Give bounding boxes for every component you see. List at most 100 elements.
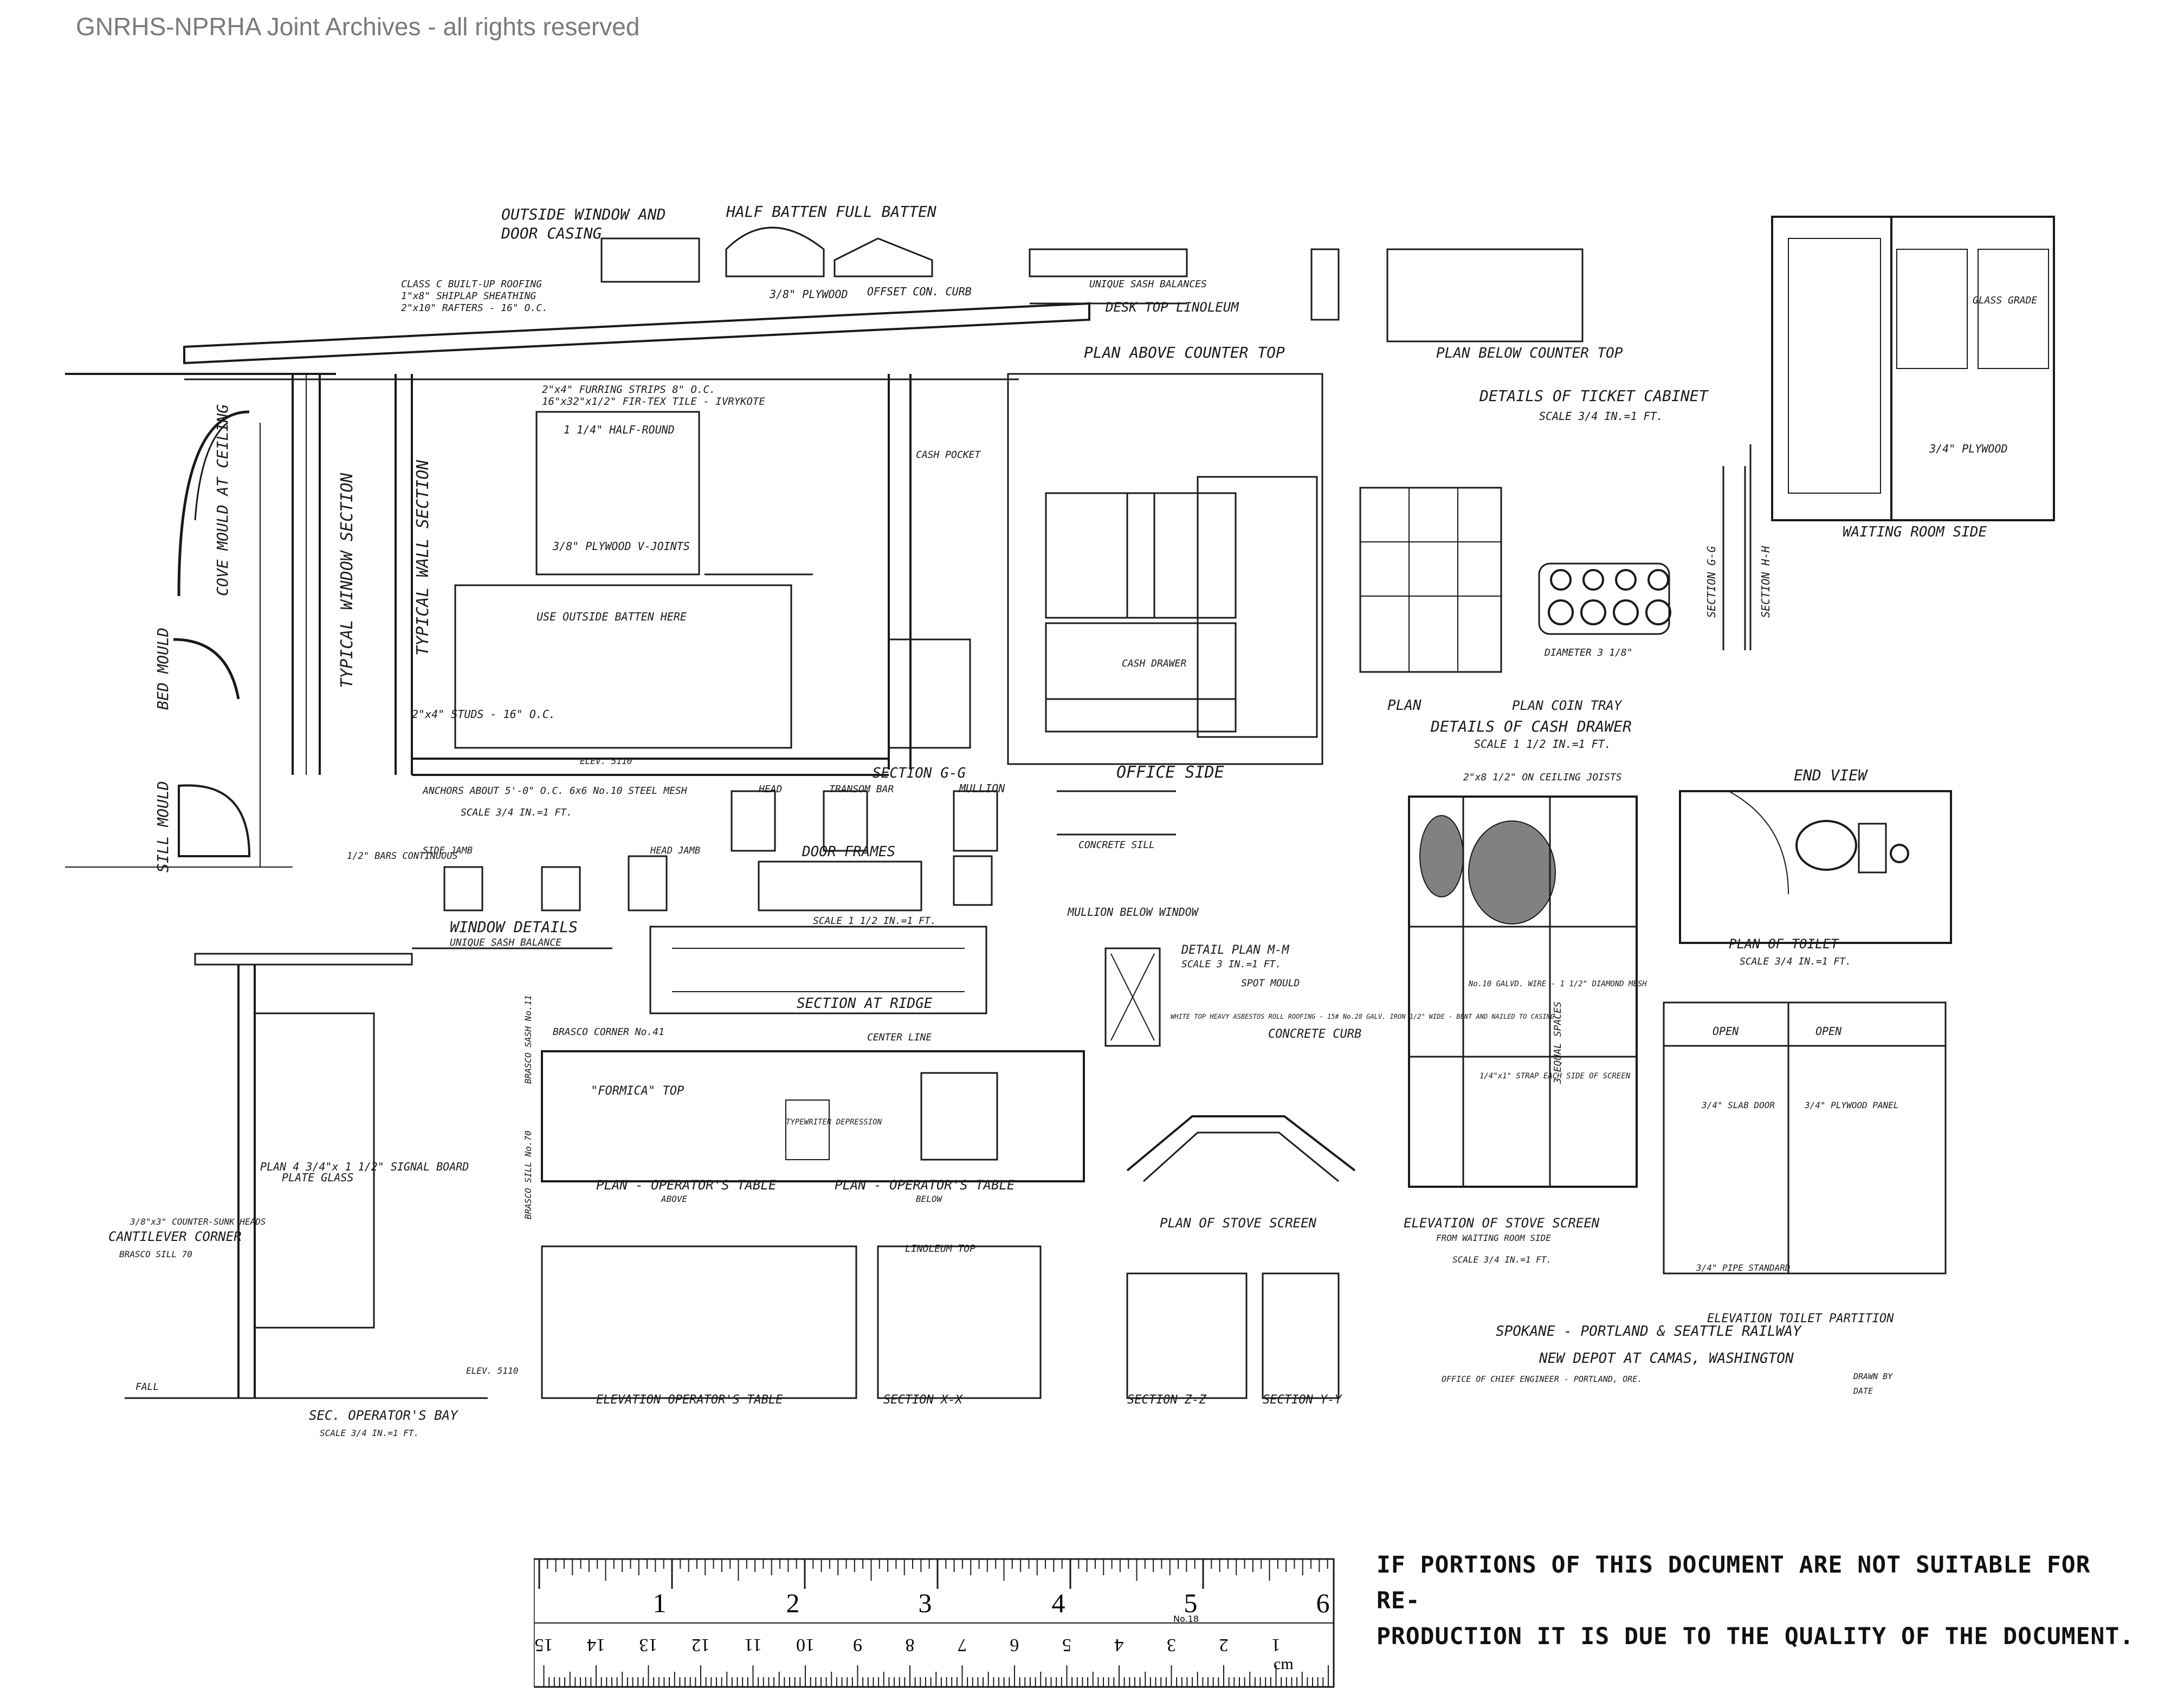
label-pipe-standard: 3/4" PIPE STANDARD (1696, 1263, 1790, 1273)
label-unique-sash: UNIQUE SASH BALANCES (1089, 279, 1207, 290)
label-head-jamb: HEAD JAMB (650, 845, 700, 856)
ruler-cm-label: 14 (587, 1635, 605, 1655)
label-window-details: WINDOW DETAILS (450, 918, 578, 936)
label-typewriter: TYPEWRITER DEPRESSION (786, 1118, 882, 1127)
ruler-cm-label: 10 (796, 1635, 815, 1655)
label-brasco-sill-70: BRASCO SILL 70 (119, 1249, 192, 1259)
ruler-cm-label: 6 (1010, 1635, 1019, 1655)
label-brasco-corner: BRASCO CORNER No.41 (553, 1026, 664, 1038)
label-below: BELOW (916, 1194, 943, 1204)
label-plan-toilet: PLAN OF TOILET (1729, 936, 1839, 952)
ruler-cm-label: 11 (744, 1635, 762, 1655)
label-brasco-sill: BRASCO SILL No.70 (523, 1130, 533, 1219)
label-section-zz: SECTION Z-Z (1127, 1393, 1206, 1407)
label-formica-top: "FORMICA" TOP (591, 1084, 684, 1098)
label-ceiling-joists: 2"x8 1/2" ON CEILING JOISTS (1463, 772, 1622, 783)
label-plan-operators-table-below: PLAN - OPERATOR'S TABLE (835, 1178, 1015, 1193)
label-half-round: 1 1/4" HALF-ROUND (564, 423, 675, 436)
label-section-yy: SECTION Y-Y (1263, 1393, 1342, 1407)
label-waiting-room-side: WAITING ROOM SIDE (1843, 524, 1987, 540)
label-detail-plan: DETAIL PLAN M-M (1181, 943, 1289, 957)
label-ticket-scale: SCALE 3/4 IN.=1 FT. (1539, 410, 1663, 423)
ruler-cm-label: 8 (906, 1635, 915, 1655)
label-brasco-sash: BRASCO SASH No.11 (523, 995, 533, 1084)
ruler-cm-label: 3 (1167, 1635, 1176, 1655)
label-desk-top: DESK TOP LINOLEUM (1105, 300, 1239, 315)
label-rafters: 2"x10" RAFTERS - 16" O.C. (401, 302, 548, 314)
stamp-line-2: PRODUCTION IT IS DUE TO THE QUALITY OF T… (1377, 1623, 2135, 1650)
label-open-a: OPEN (1713, 1025, 1739, 1038)
label-studs: 2"x4" STUDS - 16" O.C. (412, 708, 555, 721)
label-cove-mould: COVE MOULD AT CEILING (214, 404, 231, 596)
ruler-inch-6: 6 (1316, 1588, 1330, 1618)
measuring-ruler: 1 2 3 4 5 6 No.18 123456789101112131415 … (534, 1558, 1335, 1688)
label-sec-operators-bay: SEC. OPERATOR'S BAY (309, 1408, 458, 1423)
label-elev-bay: ELEV. 5110 (466, 1366, 518, 1376)
label-scale-34: SCALE 3/4 IN.=1 FT. (461, 807, 572, 818)
label-concrete-sill: CONCRETE SILL (1078, 839, 1155, 851)
label-transom-bar: TRANSOM BAR (829, 784, 894, 795)
label-door-casing: DOOR CASING (501, 224, 602, 242)
ruler-cm-label: 1 (1271, 1635, 1281, 1655)
label-office-side: OFFICE SIDE (1116, 763, 1224, 782)
label-plywood-vjoints: 3/8" PLYWOOD V-JOINTS (552, 540, 690, 553)
label-glass-grade: GLASS GRADE (1973, 295, 2037, 306)
label-drawn-by: DRAWN BY (1853, 1372, 1893, 1381)
label-typical-wall: TYPICAL WALL SECTION (413, 460, 432, 656)
label-furring: 2"x4" FURRING STRIPS 8" O.C. (542, 384, 715, 396)
label-bay-scale: SCALE 3/4 IN.=1 FT. (320, 1428, 419, 1438)
label-elev-operators-table: ELEVATION OPERATOR'S TABLE (596, 1393, 783, 1407)
label-end-view: END VIEW (1794, 766, 1868, 784)
label-plan-stove: PLAN OF STOVE SCREEN (1160, 1215, 1317, 1231)
label-cash-scale: SCALE 1 1/2 IN.=1 FT. (1474, 738, 1611, 751)
label-spot-mould: SPOT MOULD (1241, 978, 1300, 989)
ruler-cm-label: 15 (535, 1635, 553, 1655)
label-cash-pocket: CASH POCKET (916, 449, 981, 461)
ruler-cm-label: 12 (692, 1635, 710, 1655)
label-galv-wire: No.10 GALVD. WIRE - 1 1/2" DIAMOND MESH (1468, 980, 1647, 988)
stamp-line-1: IF PORTIONS OF THIS DOCUMENT ARE NOT SUI… (1377, 1551, 2091, 1614)
label-detail-scale: SCALE 3 IN.=1 FT. (1181, 959, 1281, 970)
label-coin-tray: PLAN COIN TRAY (1512, 698, 1623, 713)
label-sill-mould: SILL MOULD (154, 781, 172, 872)
ruler-cm-label: 2 (1219, 1635, 1229, 1655)
ruler-cm-label: 9 (853, 1635, 862, 1655)
label-diameter: DIAMETER 3 1/8" (1544, 647, 1633, 658)
ruler-cm-label: 7 (958, 1635, 967, 1655)
label-plywood-34: 3/4" PLYWOOD (1929, 442, 2008, 455)
label-door-frames: DOOR FRAMES (802, 844, 895, 860)
label-above: ABOVE (661, 1194, 688, 1204)
label-half-batten: HALF BATTEN FULL BATTEN (726, 203, 936, 221)
ruler-model: No.18 (1173, 1614, 1199, 1624)
label-sectional-gg: SECTION G-G (1705, 546, 1718, 618)
label-bars: 1/2" BARS CONTINUOUS (347, 851, 458, 862)
label-plywood-38: 3/8" PLYWOOD (769, 288, 848, 301)
ruler-cm-label: 5 (1062, 1635, 1071, 1655)
label-asbestos: WHITE TOP HEAVY ASBESTOS ROLL ROOFING - … (1171, 1013, 1554, 1020)
label-head: HEAD (758, 784, 782, 795)
label-center-line: CENTER LINE (867, 1032, 932, 1043)
archive-watermark: GNRHS-NPRHA Joint Archives - all rights … (76, 12, 640, 41)
label-plate-glass: PLATE GLASS (282, 1171, 353, 1184)
ruler-inch-3: 3 (919, 1588, 932, 1618)
label-section-xx: SECTION X-X (883, 1393, 963, 1407)
label-anchors: ANCHORS ABOUT 5'-0" O.C. 6x6 No.10 STEEL… (422, 785, 687, 797)
label-section-gg: SECTION G-G (873, 765, 966, 781)
label-cash-drawer-details: DETAILS OF CASH DRAWER (1430, 717, 1632, 735)
label-linoleum-top: LINOLEUM TOP (905, 1243, 975, 1254)
ruler-inch-5: 5 (1184, 1588, 1198, 1618)
label-from-waiting: FROM WAITING ROOM SIDE (1436, 1233, 1551, 1243)
label-plan-signal: PLAN 4 3/4"x 1 1/2" SIGNAL BOARD (260, 1160, 469, 1173)
label-cash-drawer: CASH DRAWER (1122, 658, 1186, 669)
label-section-ridge: SECTION AT RIDGE (797, 995, 933, 1012)
label-fir-tex: 16"x32"x1/2" FIR-TEX TILE - IVRYKOTE (542, 396, 765, 408)
label-ticket-cabinet: DETAILS OF TICKET CABINET (1479, 387, 1709, 405)
label-equal-spaces: 3 EQUAL SPACES (1552, 1001, 1563, 1084)
label-fall: FALL (135, 1381, 159, 1393)
ruler-unit: cm (1274, 1655, 1294, 1673)
ruler-inch-labels: 1 2 3 4 5 6 (653, 1588, 1330, 1618)
ruler-cm-label: 13 (639, 1635, 658, 1655)
label-plan-above: PLAN ABOVE COUNTER TOP (1084, 344, 1285, 361)
